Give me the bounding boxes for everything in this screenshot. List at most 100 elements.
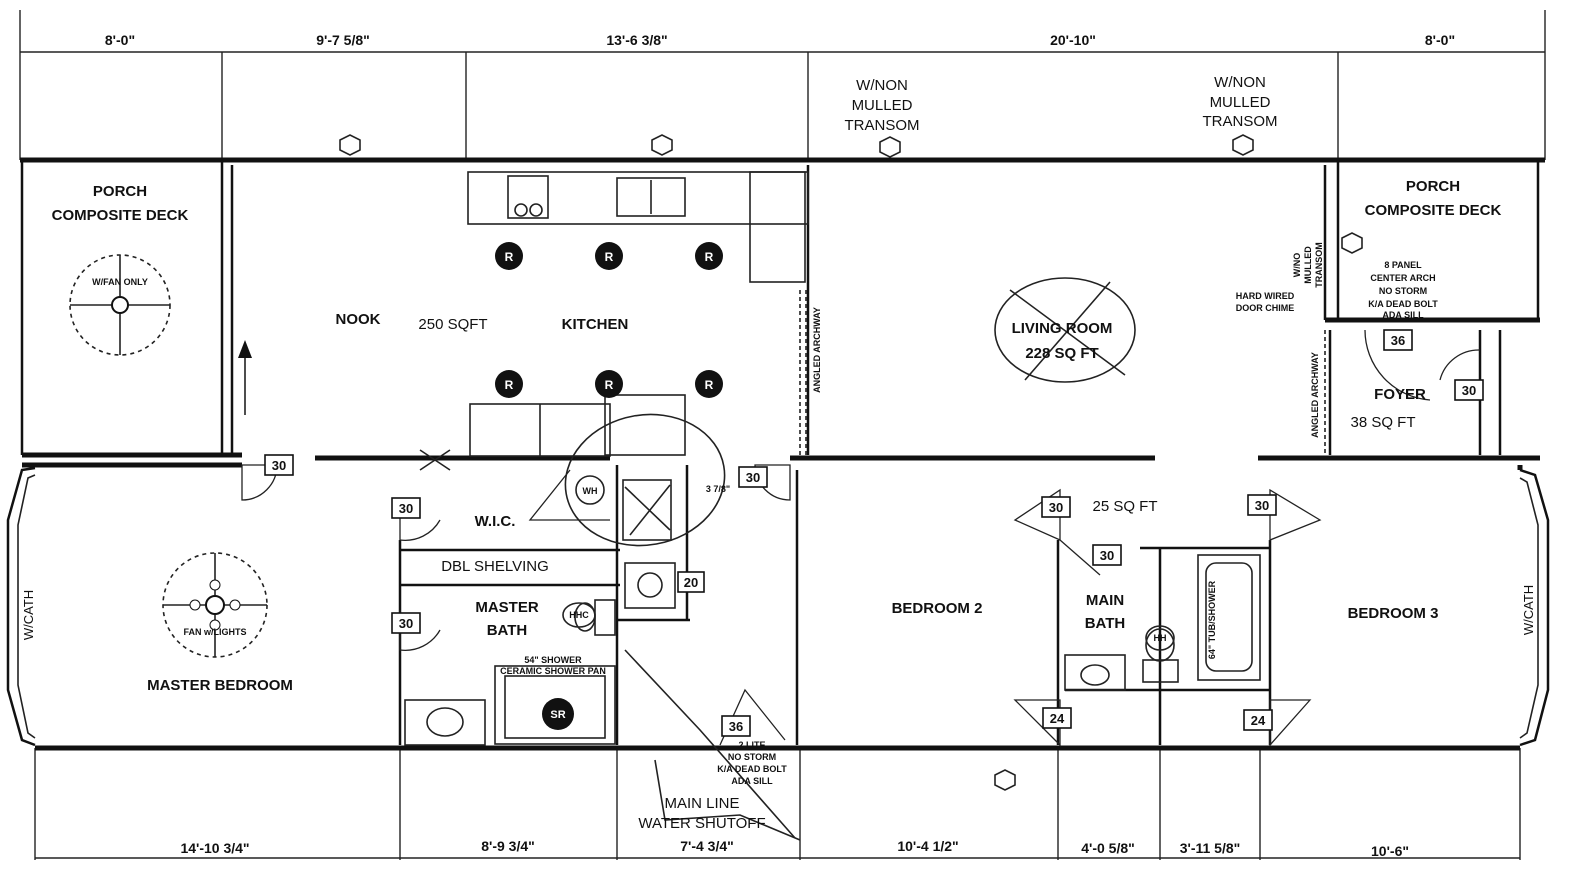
back-door-note-1: 2 LITE (738, 740, 765, 750)
dim-top-4: 20'-10" (1050, 32, 1096, 48)
door-tag-laundry: 20 (684, 575, 698, 590)
dim-bottom-3: 7'-4 3/4" (680, 838, 734, 854)
wcath-left-label: W/CATH (21, 590, 36, 640)
small-dimension-note: 3 7/8" (706, 484, 730, 494)
dim-bottom-2: 8'-9 3/4" (481, 838, 535, 854)
dim-bottom-6: 3'-11 5/8" (1180, 840, 1241, 856)
nook-area-label: 250 SQFT (418, 316, 487, 333)
wcath-right-group: W/CATH (1521, 585, 1536, 635)
transom-note-left-2: MULLED (852, 97, 913, 114)
dim-bottom-7: 10'-6" (1371, 843, 1409, 859)
top-dimension-lines (19, 10, 1546, 160)
door-tag-bed3-closet: 24 (1251, 713, 1266, 728)
door-tag-master-bath: 30 (399, 616, 413, 631)
shower-light-label: SR (550, 709, 565, 721)
porch-left-sublabel: COMPOSITE DECK (52, 207, 189, 224)
living-room-area-label: 228 SQ FT (1025, 345, 1098, 362)
shower-note-2: CERAMIC SHOWER PAN (500, 666, 606, 676)
angled-left-group: ANGLED ARCHWAY (812, 307, 822, 393)
recessed-light-label: R (605, 250, 614, 264)
symbol-circles (562, 475, 1175, 651)
master-bath-label: MASTER (475, 599, 539, 616)
angled-archway-right-label: ANGLED ARCHWAY (1310, 352, 1320, 438)
dim-top-1: 8'-0" (105, 32, 135, 48)
recessed-light-labels: R R R R R R SR (505, 250, 714, 721)
back-door-note-2: NO STORM (728, 752, 776, 762)
exterior-walls (20, 157, 1545, 751)
recessed-light-label: R (705, 378, 714, 392)
transom-note-right-3: TRANSOM (1203, 113, 1278, 130)
door-tag-bed2-closet: 24 (1050, 711, 1065, 726)
fixtures (404, 479, 1261, 746)
kitchen-label: KITCHEN (562, 316, 629, 333)
kitchen-cabinets (467, 171, 809, 457)
recessed-light-label: R (505, 378, 514, 392)
door-swings (241, 329, 1481, 747)
recessed-lights (495, 242, 723, 730)
arrow-icon (238, 340, 252, 415)
bedroom2-label: BEDROOM 2 (892, 600, 983, 617)
transom-note-left-3: TRANSOM (845, 117, 920, 134)
porch-right-sublabel: COMPOSITE DECK (1365, 202, 1502, 219)
bay-window-right (1519, 468, 1550, 747)
transom-side-note-2: MULLED (1303, 246, 1313, 284)
heat-symbol: HH (1154, 633, 1167, 643)
front-door-note-3: NO STORM (1379, 286, 1427, 296)
front-door-note-5: ADA SILL (1382, 310, 1424, 320)
hall-area-label: 25 SQ FT (1092, 498, 1157, 515)
tub-note-group: 64" TUB/SHOWER (1207, 580, 1217, 659)
porch-right-label: PORCH (1406, 178, 1460, 195)
master-bath-sublabel: BATH (487, 622, 528, 639)
bedroom3-label: BEDROOM 3 (1348, 605, 1439, 622)
bay-window-left (6, 466, 36, 747)
door-tag-foyer-entry: 36 (1391, 333, 1405, 348)
recessed-light-label: R (705, 250, 714, 264)
back-door-note-4: ADA SILL (731, 776, 773, 786)
living-room-label: LIVING ROOM (1012, 320, 1113, 337)
door-tag-bed3: 30 (1255, 498, 1269, 513)
hvac-symbol: HHC (569, 610, 589, 620)
angled-archway-left-label: ANGLED ARCHWAY (812, 307, 822, 393)
dim-bottom-5: 4'-0 5/8" (1081, 840, 1135, 856)
bottom-dimension-lines (34, 748, 1521, 860)
dim-top-2: 9'-7 5/8" (316, 32, 370, 48)
foyer-area-label: 38 SQ FT (1350, 414, 1415, 431)
main-bath-label: MAIN (1086, 592, 1124, 609)
master-bedroom-label: MASTER BEDROOM (147, 677, 293, 694)
transom-side-note-1: W/NO (1292, 253, 1302, 278)
dbl-shelving-label: DBL SHELVING (441, 558, 549, 575)
door-tag-foyer-closet: 30 (1462, 383, 1476, 398)
door-tags (264, 329, 1484, 737)
door-tag-main-bath: 30 (1100, 548, 1114, 563)
transom-note-right-1: W/NON (1214, 74, 1266, 91)
fan-left (69, 254, 171, 356)
door-chime-note-2: DOOR CHIME (1236, 303, 1295, 313)
foyer-label: FOYER (1374, 386, 1426, 403)
window-markers (339, 134, 1363, 791)
dim-top-3: 13'-6 3/8" (606, 32, 667, 48)
transom-note-right-2: MULLED (1210, 94, 1271, 111)
door-tag-bed2: 30 (1049, 500, 1063, 515)
water-shutoff-note-2: WATER SHUTOFF (638, 815, 765, 832)
dim-bottom-1: 14'-10 3/4" (180, 840, 249, 856)
door-tag-kitchen-right: 30 (746, 470, 760, 485)
shower-note-1: 54" SHOWER (524, 655, 582, 665)
fan-master (162, 552, 268, 658)
transom-note-left-1: W/NON (856, 77, 908, 94)
transom-side-note: W/NO MULLED TRANSOM (1292, 242, 1324, 288)
recessed-light-label: R (605, 378, 614, 392)
markup-scribbles (419, 277, 1136, 841)
front-door-note-1: 8 PANEL (1384, 260, 1422, 270)
wic-label: W.I.C. (475, 513, 516, 530)
dim-top-5: 8'-0" (1425, 32, 1455, 48)
tub-note: 64" TUB/SHOWER (1207, 580, 1217, 659)
door-chime-note-1: HARD WIRED (1236, 291, 1295, 301)
fan-master-note: FAN w/LIGHTS (184, 627, 247, 637)
main-bath-sublabel: BATH (1085, 615, 1126, 632)
recessed-light-label: R (505, 250, 514, 264)
door-tag-wic: 30 (399, 501, 413, 516)
front-door-note-2: CENTER ARCH (1370, 273, 1435, 283)
front-door-note-4: K/A DEAD BOLT (1368, 299, 1438, 309)
water-heater-symbol: WH (583, 486, 598, 496)
